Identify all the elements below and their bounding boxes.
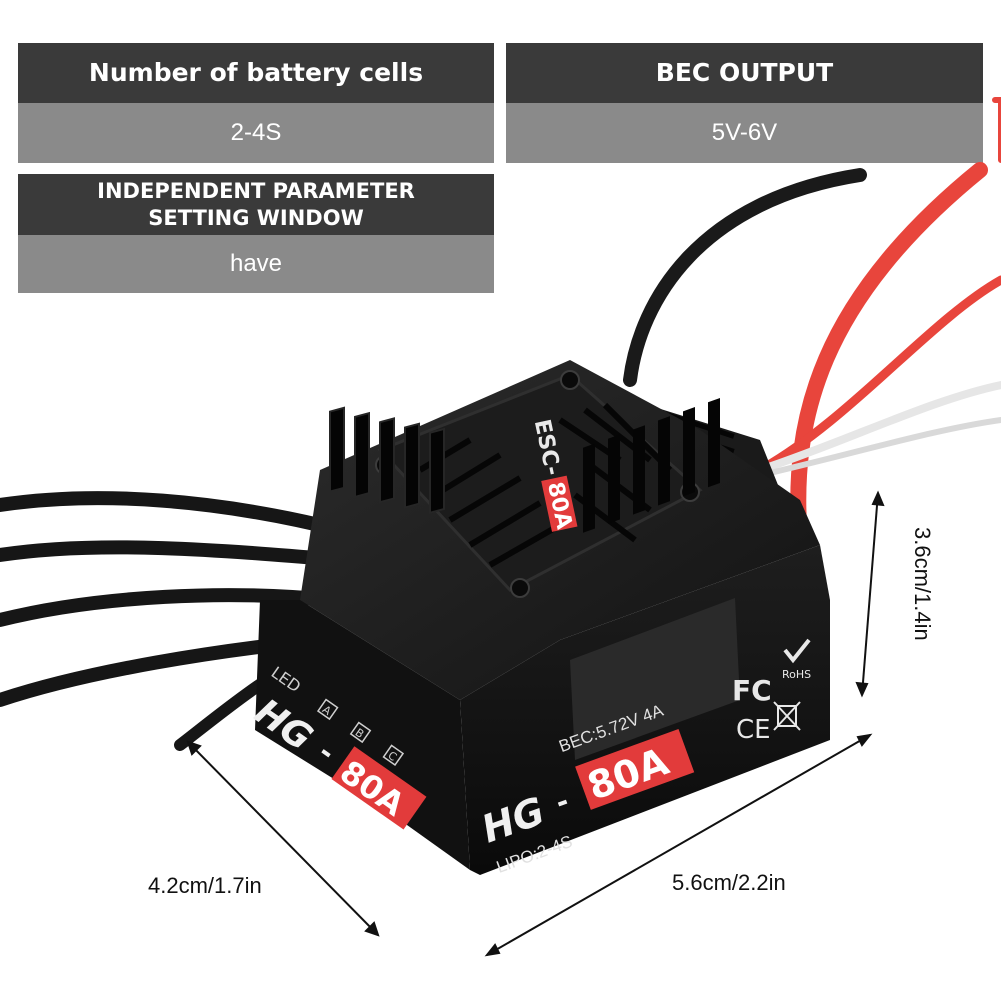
width-dim-line xyxy=(486,734,871,956)
spec-label-line: SETTING WINDOW xyxy=(148,205,364,230)
depth-dim-line xyxy=(187,741,379,936)
side-heatsink-fins xyxy=(329,406,445,515)
fan-cover xyxy=(377,373,703,592)
weee-bin-icon xyxy=(773,701,801,731)
ce-mark: CE xyxy=(736,715,771,745)
battery-wire-right xyxy=(992,97,1001,163)
rohs-mark: RoHS xyxy=(782,668,811,681)
depth-dimension: 4.2cm/1.7in xyxy=(148,873,262,898)
fc-mark: FC xyxy=(732,674,772,707)
spec-card-parameter-window: INDEPENDENT PARAMETER SETTING WINDOW hav… xyxy=(18,174,494,293)
spec-label-line: INDEPENDENT PARAMETER xyxy=(97,179,415,204)
spec-value: have xyxy=(18,235,494,293)
motor-wire-3 xyxy=(0,588,337,627)
signal-wire-red xyxy=(790,162,988,548)
spec-label: INDEPENDENT PARAMETER SETTING WINDOW xyxy=(18,174,494,235)
height-dim-line xyxy=(861,492,879,696)
signal-wire-white-2 xyxy=(737,417,1001,483)
fan-grille xyxy=(418,402,673,568)
spec-value: 5V-6V xyxy=(506,103,983,163)
spec-label: Number of battery cells xyxy=(18,43,494,103)
check-icon xyxy=(783,638,811,664)
spec-card-bec-output: BEC OUTPUT 5V-6V xyxy=(506,43,983,163)
spec-label: BEC OUTPUT xyxy=(506,43,983,103)
spec-card-battery-cells: Number of battery cells 2-4S xyxy=(18,43,494,163)
width-dimension: 5.6cm/2.2in xyxy=(672,870,786,895)
signal-wire-black xyxy=(623,168,867,387)
height-dimension: 3.6cm/1.4in xyxy=(910,527,935,641)
signal-wire-red-2 xyxy=(755,275,1001,475)
spec-value: 2-4S xyxy=(18,103,494,163)
motor-wire-1 xyxy=(0,491,347,537)
front-heatsink xyxy=(570,397,740,760)
signal-wire-white xyxy=(756,381,1001,474)
cert-marks: FC CE RoHS xyxy=(732,638,811,745)
motor-wire-2 xyxy=(0,540,347,567)
dimension-lines xyxy=(186,490,885,957)
